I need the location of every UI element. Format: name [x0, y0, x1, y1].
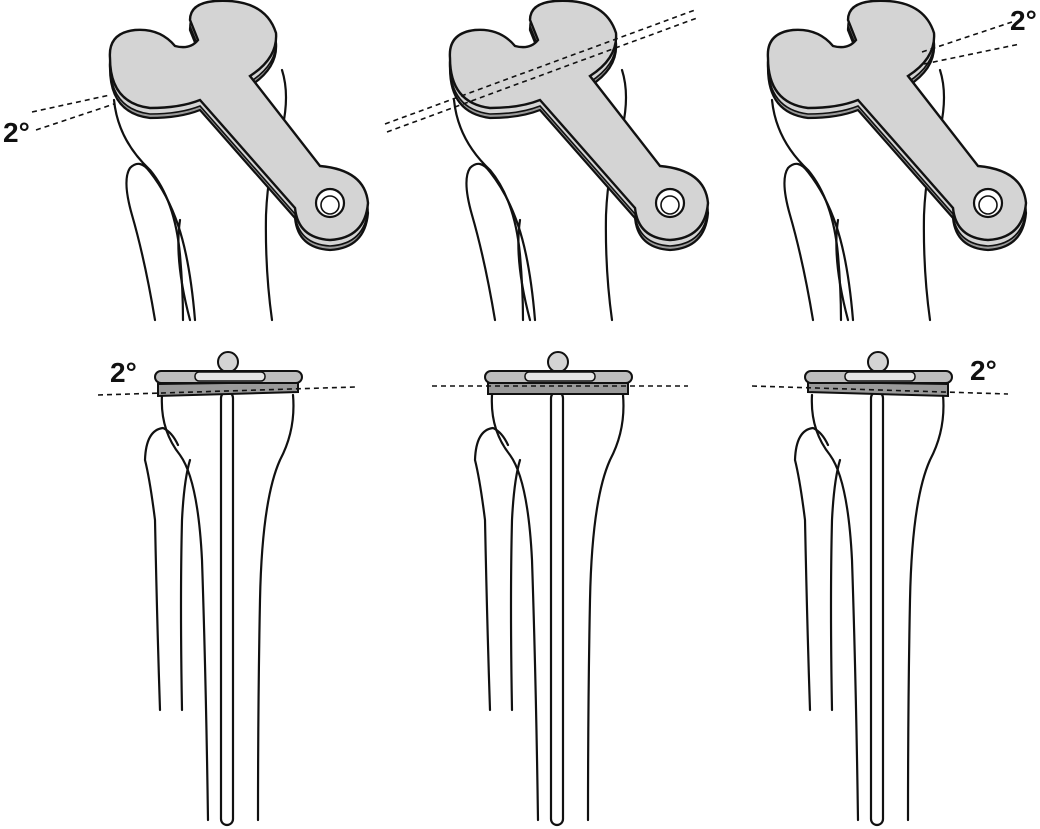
reference-line [751, 385, 1009, 395]
slope-line [386, 17, 698, 133]
front-view-varus: 2° [97, 350, 356, 827]
angle-label: 2° [110, 357, 137, 388]
angle-label: 2° [970, 355, 997, 386]
front-view-neutral [432, 350, 688, 827]
angle-label: 2° [3, 117, 30, 148]
reference-line [97, 386, 356, 396]
angle-label: 2° [1010, 5, 1037, 36]
front-view-valgus: 2° [751, 350, 1009, 827]
reference-line [384, 9, 696, 125]
top-view-neutral [384, 0, 710, 322]
slope-line [923, 43, 1021, 65]
reference-line [921, 21, 1013, 53]
top-view-valgus: 2° [766, 0, 1037, 322]
top-view-varus: 2° [3, 0, 370, 322]
reference-line [31, 94, 111, 113]
slope-line [35, 103, 115, 131]
